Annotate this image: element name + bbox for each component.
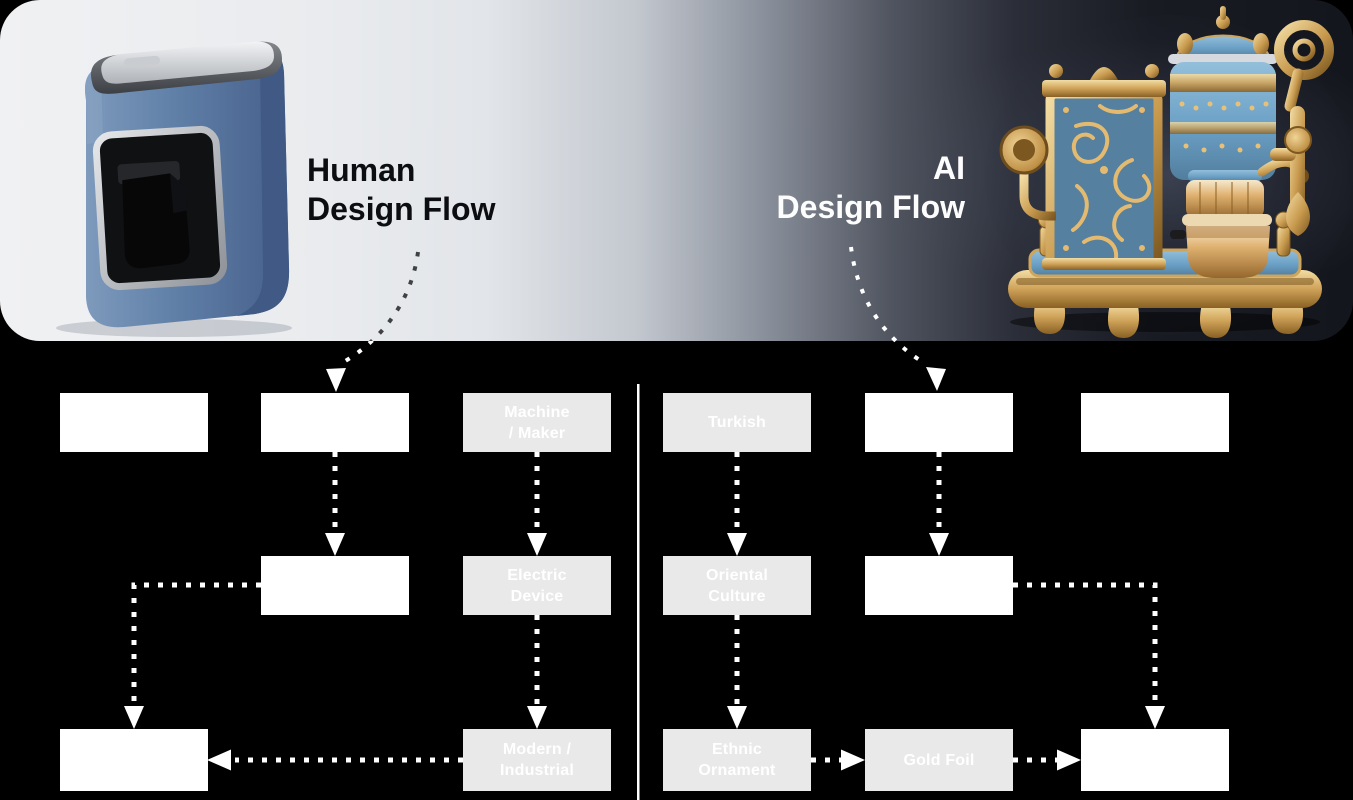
ai-machine-image <box>985 6 1350 338</box>
arrowhead-down <box>926 367 946 391</box>
boiler-ornament-dots <box>1179 101 1269 153</box>
machine-illustration <box>56 41 292 337</box>
valve-knob <box>1284 126 1312 154</box>
arrowhead-down <box>527 706 547 729</box>
ai-flow-title: AI Design Flow <box>776 150 965 225</box>
machine-lid-top <box>101 41 274 84</box>
box-blank-ai-r1c6 <box>1081 393 1229 452</box>
column-divider <box>637 384 640 800</box>
filigree-scrollwork <box>1071 104 1152 260</box>
human-curve-arrow-dark-part <box>368 251 420 341</box>
ai-curve-arrow <box>849 246 928 366</box>
box-blank-human-r2c2 <box>261 556 409 615</box>
box-modern-industrial: Modern / Industrial <box>463 729 611 791</box>
machine-window <box>92 125 228 291</box>
arrow-elbow-right <box>1013 582 1158 705</box>
arrowhead-right <box>841 749 865 771</box>
box-ethnic-ornament: Ethnic Ornament <box>663 729 811 791</box>
kettle-pot <box>1186 226 1270 278</box>
box-blank-human-r1c1 <box>60 393 208 452</box>
claw-feet <box>1033 300 1304 338</box>
arrow-elbow-left <box>131 582 261 705</box>
box-blank-ai-r3c6 <box>1081 729 1229 791</box>
arrowheads <box>124 367 1165 771</box>
box-blank-ai-r2c5 <box>865 556 1013 615</box>
box-oriental-culture: Oriental Culture <box>663 556 811 615</box>
arrowhead-down <box>1145 706 1165 729</box>
arrowhead-down <box>727 533 747 556</box>
box-turkish: Turkish <box>663 393 811 452</box>
tower-cornice <box>1042 80 1166 97</box>
box-blank-ai-r1c5 <box>865 393 1013 452</box>
arrowhead-left <box>207 749 231 771</box>
box-blank-human-r1c2 <box>261 393 409 452</box>
human-machine-photo <box>56 41 292 337</box>
arrowhead-down <box>929 533 949 556</box>
arrowhead-right <box>1057 749 1081 771</box>
box-blank-human-r3c1 <box>60 729 208 791</box>
human-flow-title: Human Design Flow <box>307 152 496 227</box>
loop-handle <box>1274 20 1334 80</box>
arrowhead-down <box>527 533 547 556</box>
box-machine-maker: Machine / Maker <box>463 393 611 452</box>
arrowhead-down <box>326 368 346 392</box>
box-electric-device: Electric Device <box>463 556 611 615</box>
arrowhead-down <box>727 706 747 729</box>
arrowhead-down <box>325 533 345 556</box>
ornate-machine-illustration <box>985 6 1350 338</box>
curved-connectors <box>340 246 928 366</box>
arrowhead-down <box>124 706 144 729</box>
human-curve-arrow <box>340 251 420 365</box>
grinder-drum <box>1186 180 1264 218</box>
hero-banner: Human Design Flow AI Design Flow <box>0 0 1353 341</box>
gauge-arm <box>1019 174 1056 221</box>
box-gold-foil: Gold Foil <box>865 729 1013 791</box>
dotted-connectors <box>131 452 1158 763</box>
